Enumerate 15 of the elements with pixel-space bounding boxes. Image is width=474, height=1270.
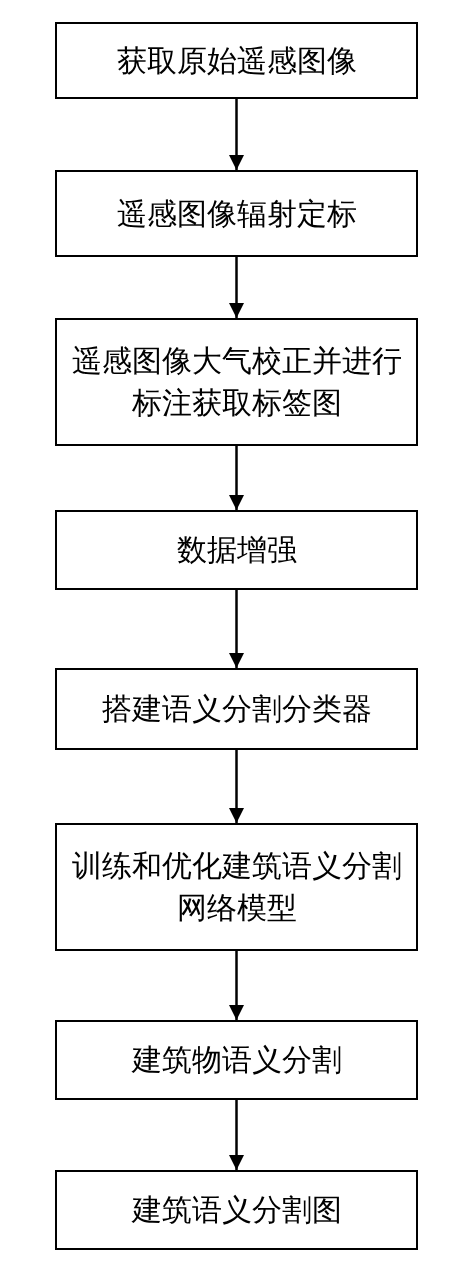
arrow [229,951,244,1020]
process-box: 遥感图像辐射定标 [55,170,418,257]
process-box: 建筑物语义分割 [55,1020,418,1100]
process-box: 建筑语义分割图 [55,1170,418,1250]
arrow [229,750,244,823]
process-box: 数据增强 [55,510,418,590]
process-box: 搭建语义分割分类器 [55,668,418,750]
process-box: 训练和优化建筑语义分割网络模型 [55,823,418,951]
arrow [229,99,244,170]
arrow [229,446,244,510]
arrow [229,1100,244,1170]
process-box: 遥感图像大气校正并进行标注获取标签图 [55,318,418,446]
arrow [229,257,244,318]
process-box: 获取原始遥感图像 [55,22,418,99]
arrow [229,590,244,668]
